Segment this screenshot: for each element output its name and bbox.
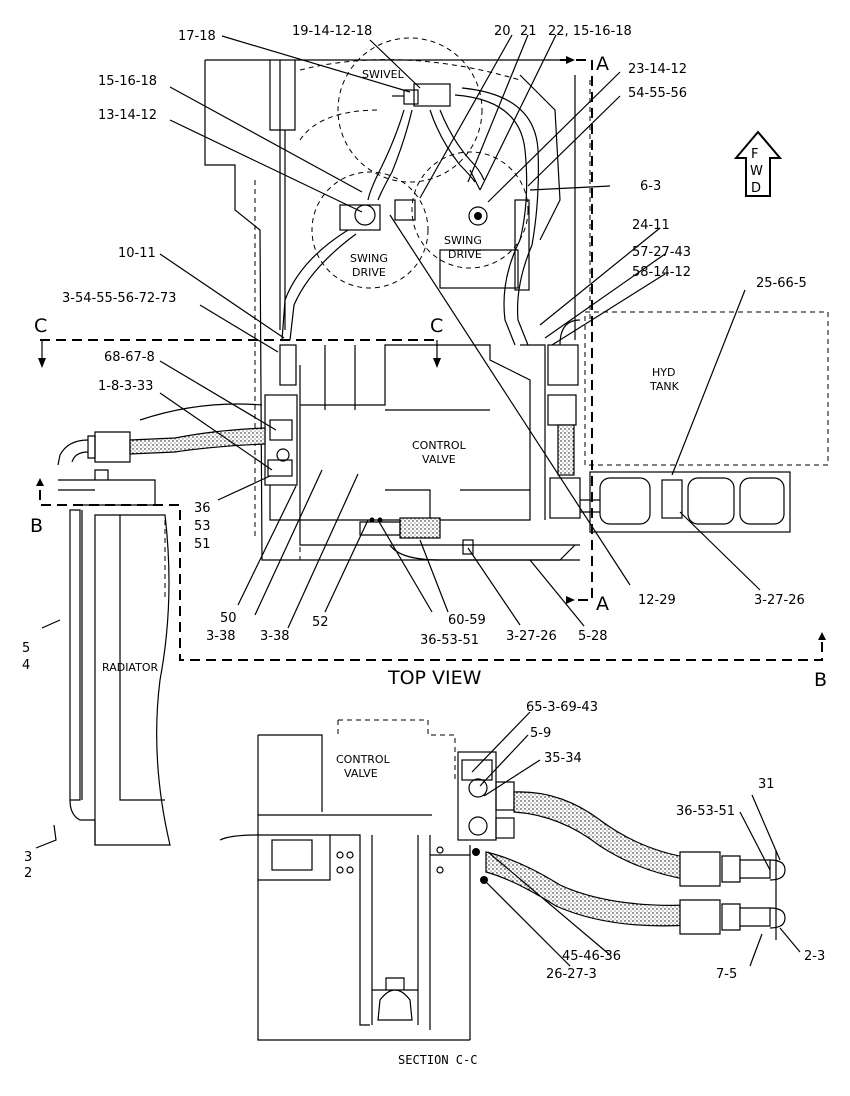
callout: 36 [194,501,211,516]
swivel-label: SWIVEL [362,68,405,81]
callout: 4 [22,658,30,673]
callout: 53 [194,519,211,534]
section-line-c [38,339,441,368]
marker-c-right: C [430,315,443,337]
swing-drive-left [311,171,429,289]
callout: 19-14-12-18 [292,24,372,39]
view-titles: TOP VIEW SECTION C-C [387,667,482,1067]
marker-b-right: B [814,669,827,691]
callout: 5-28 [578,629,608,644]
callout: 25-66-5 [756,276,807,291]
valve-label-section: VALVE [344,767,378,780]
component-labels: SWIVEL SWING DRIVE SWING DRIVE CONTROL V… [102,68,763,780]
hyd-label: HYD [652,366,675,379]
callout: 35-34 [544,751,582,766]
part-callouts: 17-18 19-14-12-18 20 21 22, 15-16-18 15-… [22,24,825,982]
callout: 54-55-56 [628,86,687,101]
control-valve-top [299,344,546,560]
right-side-hoses [547,319,791,533]
control-label-top: CONTROL [412,439,467,452]
drive-label-left: DRIVE [352,266,386,279]
left-return-hoses [57,403,266,466]
section-line-b [36,478,826,661]
tank-label: TANK [649,380,680,393]
marker-c-left: C [34,315,47,337]
callout: 36-53-51 [420,633,479,648]
callout: 45-46-36 [562,949,621,964]
callout: 13-14-12 [98,108,157,123]
callout: 51 [194,537,211,552]
radiator-label: RADIATOR [102,661,158,674]
fwd-letter-d: D [751,181,761,196]
callout: 3-54-55-56-72-73 [62,291,176,306]
section-cc-leaders [471,711,801,967]
callout: 58-14-12 [632,265,691,280]
section-cc-hoses [485,791,786,940]
callout: 21 [520,24,537,39]
callout: 20 [494,24,511,39]
callout: 68-67-8 [104,350,155,365]
callout: 57-27-43 [632,245,691,260]
callout: 31 [758,777,775,792]
callout: 17-18 [178,29,216,44]
swivel-hoses [281,87,539,346]
swing-label-right: SWING [444,234,482,247]
marker-b-left: B [30,515,43,537]
swing-label-left: SWING [350,252,388,265]
fwd-letter-w: W [750,164,763,179]
callout: 15-16-18 [98,74,157,89]
radiator [58,469,171,846]
left-fitting-stack [264,344,300,521]
callout: 2-3 [804,949,825,964]
section-line-a [560,56,593,604]
callout: 22, 15-16-18 [548,24,632,39]
top-view-title: TOP VIEW [387,667,482,689]
callout: 6-3 [640,179,661,194]
hyd-tank [584,311,829,466]
swing-drive-right [411,151,529,289]
callout: 12-29 [638,593,676,608]
drive-label-right: DRIVE [448,248,482,261]
callout: 52 [312,615,329,630]
upper-frame [204,59,591,561]
bottom-supply-line [299,517,580,561]
callout: 26-27-3 [546,967,597,982]
callout: 1-8-3-33 [98,379,153,394]
callout: 50 [220,611,237,626]
swivel-assembly [337,37,483,183]
callout: 3-38 [260,629,290,644]
marker-a-top: A [596,53,609,75]
callout: 3 [24,850,32,865]
callout: 36-53-51 [676,804,735,819]
control-label-section: CONTROL [336,753,391,766]
callout: 3-27-26 [754,593,805,608]
section-cc-title: SECTION C-C [398,1053,477,1067]
callout: 2 [24,866,32,881]
callout: 60-59 [448,613,486,628]
callout: 3-27-26 [506,629,557,644]
callout: 5-9 [530,726,551,741]
callout: 10-11 [118,246,156,261]
section-markers: A A B B C C [30,53,827,691]
forward-arrow [733,130,783,197]
valve-label-top: VALVE [422,453,456,466]
callout: 7-5 [716,967,737,982]
callout: 23-14-12 [628,62,687,77]
callout: 24-11 [632,218,670,233]
callout: 65-3-69-43 [526,700,598,715]
section-cc-structure [219,719,471,1041]
marker-a-bottom: A [596,593,609,615]
leader-lines [35,34,761,849]
callout: 3-38 [206,629,236,644]
callout: 5 [22,641,30,656]
fwd-letter-f: F [751,147,758,162]
